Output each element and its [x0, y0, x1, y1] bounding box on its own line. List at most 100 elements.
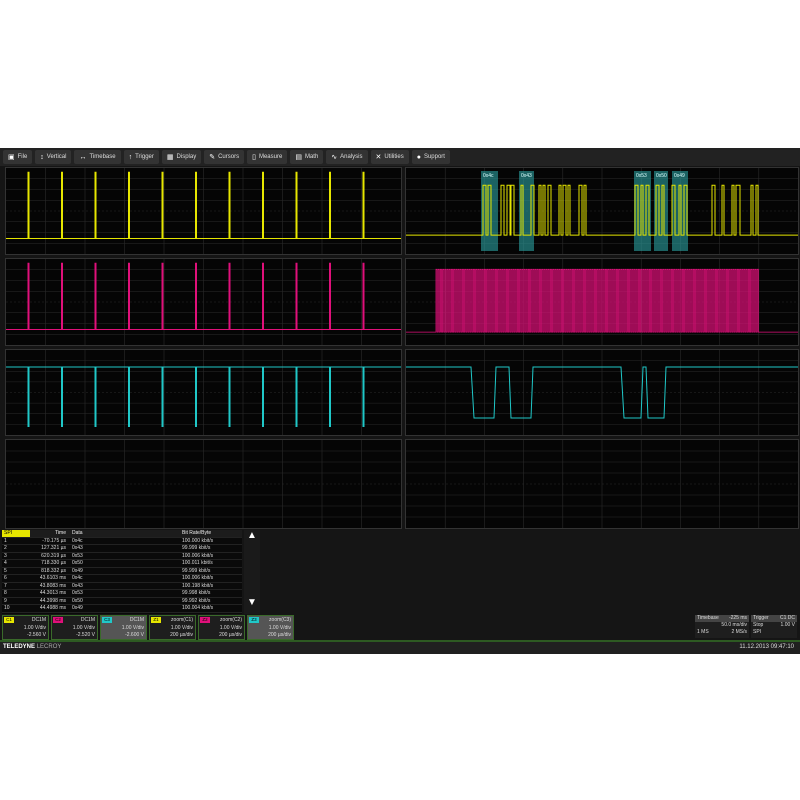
table-cell: 0x49 [72, 605, 83, 611]
table-cell: 620.319 µs [41, 552, 66, 559]
table-cell: 9 [4, 597, 7, 604]
channel-tag: Z3 [249, 617, 259, 623]
menu-label: Cursors [218, 154, 240, 160]
menu-analysis[interactable]: ∿Analysis [326, 150, 368, 164]
table-cell: 2 [4, 545, 7, 551]
menu-timebase[interactable]: ↔Timebase [74, 150, 121, 164]
channel-offset: 200 µs/div [170, 632, 193, 638]
channel-tag: C1 [4, 617, 14, 623]
scroll-down-icon[interactable]: ▼ [247, 597, 257, 608]
waveform-z2 [406, 268, 798, 333]
table-cell: 10 [4, 605, 10, 611]
menu-vertical[interactable]: ↕Vertical [35, 150, 72, 164]
grid-3-right[interactable] [405, 349, 799, 436]
table-cell: 99.999 kbit/s [182, 567, 211, 574]
channel-coupling: zoom(C1) [171, 617, 193, 623]
channel-tag: C3 [102, 617, 112, 623]
table-cell: 818.332 µs [41, 567, 66, 574]
table-scrollbar[interactable]: ▲▼ [244, 530, 260, 614]
table-cell: 8 [4, 590, 7, 596]
file-icon: ▣ [8, 154, 15, 161]
table-cell: 99.992 kbit/s [182, 597, 211, 604]
table-cell: -70.175 µs [42, 537, 66, 544]
channel-offset: -2.560 V [27, 632, 46, 638]
table-cell: 0x49 [72, 567, 83, 574]
table-cell: 43.8083 ms [39, 582, 66, 589]
table-cell: 43.6103 ms [39, 575, 66, 581]
menu-trigger[interactable]: ↑Trigger [123, 150, 159, 164]
grid-2-right[interactable] [405, 258, 799, 346]
trigger-icon: ↑ [128, 153, 133, 161]
decode-label: 0x4c [483, 173, 494, 179]
table-cell: 100.006 kbit/s [182, 552, 214, 559]
table-cell: 99.998 kbit/s [182, 590, 211, 596]
table-cell: 6 [4, 575, 7, 581]
menu-cursors[interactable]: ✎Cursors [204, 150, 245, 164]
channel-tag: C2 [53, 617, 63, 623]
menu-measure[interactable]: ▯Measure [247, 150, 288, 164]
menu-support[interactable]: ●Support [411, 150, 450, 164]
channel-offset: -2.520 V [76, 632, 95, 638]
utilities-icon: ✕ [375, 154, 382, 161]
table-cell: 0x50 [72, 560, 83, 566]
column-header: Data [72, 530, 83, 536]
channel-tag: Z2 [200, 617, 210, 623]
timebase-icon: ↔ [79, 153, 87, 161]
table-cell: 127.321 µs [41, 545, 66, 551]
table-cell: 0x50 [72, 597, 83, 604]
scroll-up-icon[interactable]: ▲ [247, 530, 257, 541]
timestamp: 11.12.2013 09:47:10 [739, 644, 794, 650]
status-bar: TELEDYNE LECROY 11.12.2013 09:47:10 [0, 640, 800, 654]
menu-label: File [17, 154, 28, 160]
menu-label: Measure [258, 154, 283, 160]
decode-byte [672, 171, 688, 251]
grid-3-left[interactable] [5, 349, 402, 436]
table-cell: 44.4988 ms [39, 605, 66, 611]
oscilloscope-screen: ▣File↕Vertical↔Timebase↑Trigger▦Display✎… [0, 148, 800, 654]
table-cell: 0x43 [72, 582, 83, 589]
grid-4-right[interactable] [405, 439, 799, 529]
channel-scale: 1.00 V/div [23, 625, 46, 631]
channel-coupling: DC1M [80, 617, 95, 623]
table-cell: 100.000 kbit/s [182, 537, 214, 544]
measure-icon: ▯ [252, 154, 256, 161]
grid-4-left[interactable] [5, 439, 402, 529]
grid-1-left[interactable] [5, 167, 402, 255]
trigger-mode: Stop [753, 622, 764, 628]
menu-math[interactable]: ▤Math [290, 150, 324, 164]
support-icon: ● [416, 153, 421, 161]
waveform-z1 [406, 184, 798, 236]
waveform-c2 [6, 262, 401, 331]
table-cell: 100.004 kbit/s [182, 605, 214, 611]
menu-utilities[interactable]: ✕Utilities [370, 150, 409, 164]
channel-scale: 1.00 V/div [219, 625, 242, 631]
menu-label: Utilities [384, 154, 404, 160]
decode-label: 0x49 [674, 173, 685, 179]
grid-2-left[interactable] [5, 258, 402, 346]
menu-file[interactable]: ▣File [3, 150, 33, 164]
table-row[interactable]: 10 44.4988 ms 0x49 100.004 kbit/s [2, 605, 242, 613]
column-header: SPI [2, 530, 30, 537]
timebase-label: Timebase [697, 615, 719, 621]
menu-display[interactable]: ▦Display [161, 150, 202, 164]
menu-label: Display [176, 154, 197, 160]
